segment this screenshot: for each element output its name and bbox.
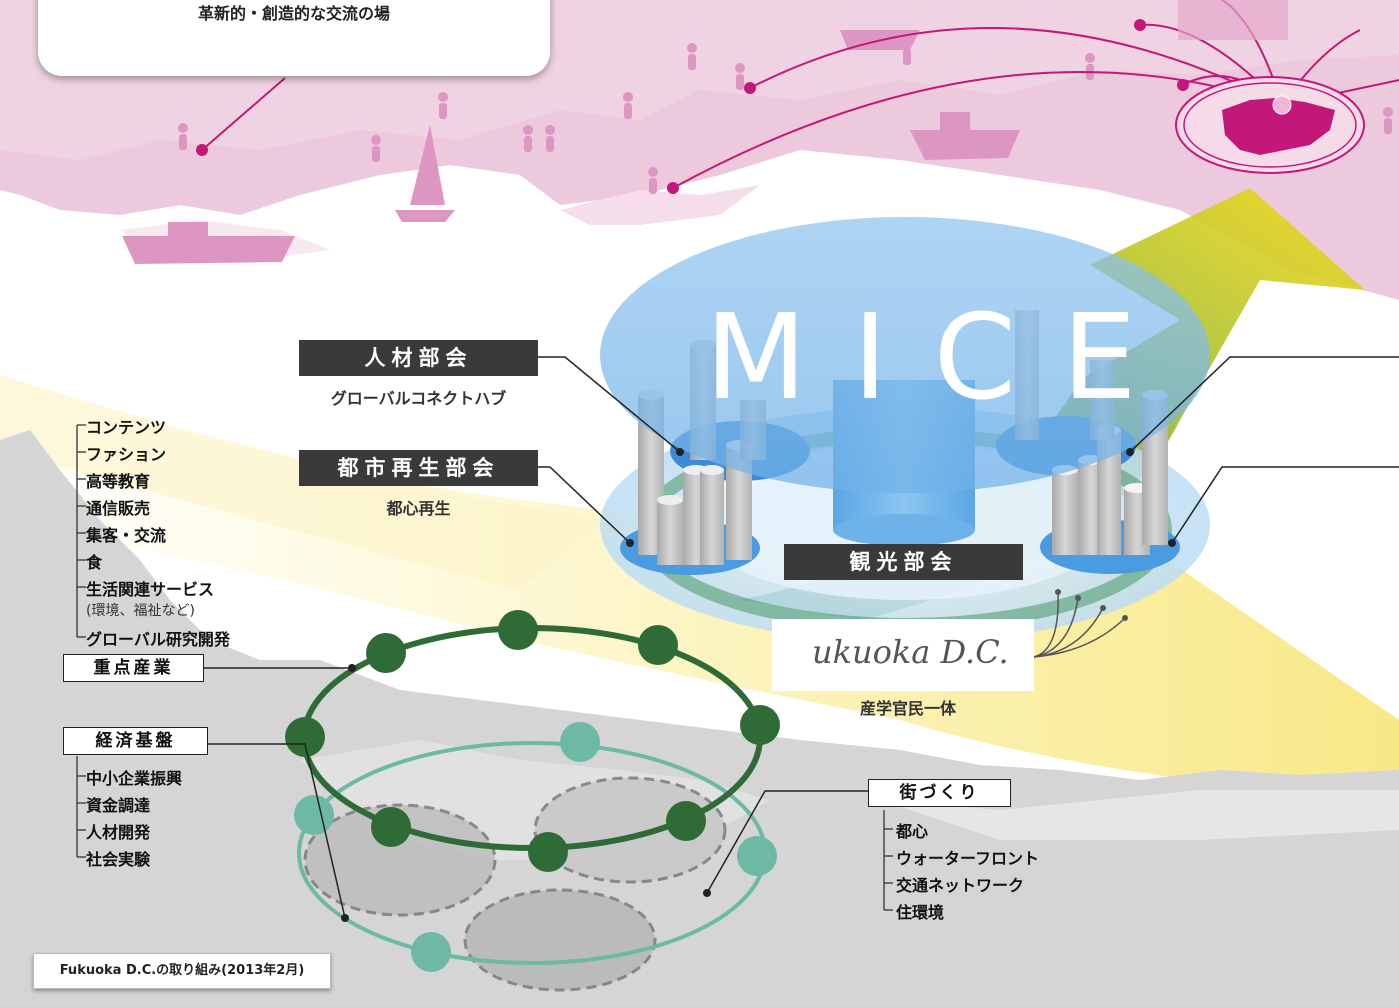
juten-sangyo-list: コンテンツ ファション 高等教育 通信販売 集客・交流 食 生活関連サービス (…	[86, 414, 286, 654]
list-item-note: (環境、福祉など)	[86, 603, 195, 619]
machizukuri-label: 街づくり	[868, 779, 1011, 807]
list-item: 食	[86, 553, 103, 572]
kanko-bukai-label: 観光部会	[784, 544, 1023, 580]
jinzai-bukai-label: 人材部会	[299, 340, 538, 376]
list-item: 資金調達	[86, 796, 151, 815]
list-item: グローバル研究開発	[86, 630, 230, 649]
fukuoka-dc-logo: ukuoka D.C.	[772, 619, 1034, 691]
footnote-caption: Fukuoka D.C.の取り組み(2013年2月)	[33, 953, 331, 989]
list-item: 社会実験	[86, 850, 151, 869]
mice-title: MICE	[705, 288, 1183, 426]
list-item: 人材開発	[86, 823, 151, 842]
toshi-saisei-bukai-subtitle: 都心再生	[386, 499, 451, 518]
tagline-box: 革新的・創造的な交流の場	[38, 0, 550, 76]
list-item: 中小企業振興	[86, 769, 183, 788]
toshi-saisei-bukai-label: 都市再生部会	[299, 450, 538, 486]
list-item: 交通ネットワーク	[896, 876, 1025, 895]
list-item: コンテンツ	[86, 418, 167, 437]
juten-sangyo-label: 重点産業	[63, 654, 204, 682]
list-item: 都心	[896, 822, 929, 841]
fukuoka-dc-logo-text: ukuoka D.C.	[812, 633, 1009, 671]
list-item: 住環境	[896, 903, 945, 922]
list-item: ウォーターフロント	[896, 849, 1040, 868]
keizai-kiban-label: 経済基盤	[63, 727, 208, 755]
fukuoka-dc-subtitle: 産学官民一体	[860, 699, 957, 718]
machizukuri-list: 都心 ウォーターフロント 交通ネットワーク 住環境	[896, 818, 1096, 928]
list-item: 通信販売	[86, 499, 151, 518]
jinzai-bukai-subtitle: グローバルコネクトハブ	[330, 389, 507, 408]
list-item: ファション	[86, 445, 167, 464]
list-item: 集客・交流	[86, 526, 167, 545]
tagline-text: 革新的・創造的な交流の場	[197, 4, 390, 23]
keizai-kiban-list: 中小企業振興 資金調達 人材開発 社会実験	[86, 765, 246, 875]
list-item: 高等教育	[86, 472, 151, 491]
list-item: 生活関連サービス	[86, 580, 215, 599]
